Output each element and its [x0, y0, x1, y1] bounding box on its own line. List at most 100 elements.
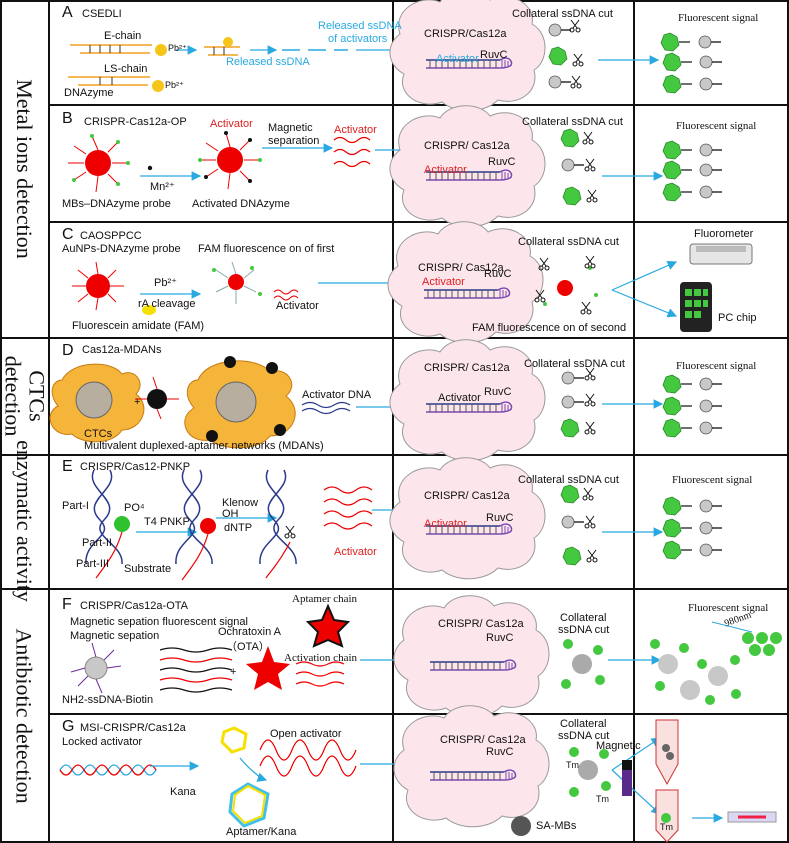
panel-b-title: CRISPR-Cas12a-OP — [84, 116, 187, 128]
panel-letter-b: B — [62, 110, 73, 127]
panel-e-title: CRISPR/Cas12-PNKP — [80, 461, 191, 473]
panel-letter-c: C — [62, 226, 74, 243]
panel-e-graphics — [85, 457, 723, 581]
panel-e-part1: Part-I — [62, 500, 89, 512]
panel-c-activator-c: Activator — [422, 276, 465, 288]
panel-e-signal: Fluorescent signal — [672, 474, 753, 486]
panel-g-crispr: CRISPR/ Cas12a — [440, 734, 526, 746]
panel-b-signal: Fluorescent signal — [676, 120, 757, 132]
panel-e-part3: Part-III — [76, 558, 110, 570]
panel-d-plus: + — [134, 396, 141, 408]
panel-d-activator: Activator — [438, 392, 481, 404]
panel-c-fam-first: FAM fluorescence on of first — [198, 243, 335, 255]
panel-e-collateral: Collateral ssDNA cut — [518, 474, 619, 486]
panel-f-graphics — [70, 595, 782, 718]
panel-g-tm-3: Tm — [660, 822, 673, 832]
panel-b-graphics — [68, 105, 723, 228]
panel-d-graphics — [49, 339, 723, 462]
panel-d-mdans: Multivalent duplexed-aptamer networks (M… — [84, 440, 324, 452]
panel-a-ruvc: RuvC — [480, 49, 508, 61]
panel-f-collateral-2: ssDNA cut — [558, 624, 610, 636]
row-divider-ab — [48, 104, 789, 106]
panel-f-crispr: CRISPR/ Cas12a — [438, 618, 524, 630]
panel-letter-d: D — [62, 342, 74, 359]
panel-f-collateral-1: Collateral — [560, 612, 607, 624]
panel-a-released-activators-2: of activators — [328, 33, 388, 45]
panel-f-mag-sep: Magnetic sepation — [70, 630, 160, 642]
row-divider-cd — [0, 337, 789, 339]
panel-g-tm-2: Tm — [596, 794, 609, 804]
panel-b-activator-right: Activator — [334, 124, 377, 136]
panel-e-part2: Part-II — [82, 537, 112, 549]
panel-g-aptamer-kana: Aptamer/Kana — [226, 826, 297, 838]
panel-a-graphics — [68, 0, 723, 112]
panel-e-po4: PO⁴ — [124, 502, 145, 514]
panel-e-dntp: dNTP — [224, 522, 253, 534]
panel-e-activator-red: Activator — [334, 546, 377, 558]
panel-c-fluorometer: Fluorometer — [694, 228, 754, 240]
panel-d-signal: Fluorescent signal — [676, 360, 757, 372]
panel-b-collateral: Collateral ssDNA cut — [522, 116, 623, 128]
panel-b-activator: Activator — [424, 164, 467, 176]
panel-c-ra-cleavage: rA cleavage — [138, 298, 196, 310]
panel-f-signal: Fluorescent signal — [688, 602, 769, 614]
panel-e-oh: OH — [222, 508, 239, 520]
panel-g-magnetic: Magnetic — [596, 740, 641, 752]
panel-b-activated: Activated DNAzyme — [192, 198, 290, 210]
panel-a-signal: Fluorescent signal — [678, 12, 759, 24]
panel-letter-g: G — [62, 718, 75, 735]
panel-f-plus: + — [230, 666, 237, 678]
panel-a-title: CSEDLI — [82, 8, 122, 20]
row-divider-bc — [48, 221, 789, 223]
panel-a-crispr: CRISPR/Cas12a — [424, 28, 507, 40]
panel-a-pb-1: Pb²⁺ — [168, 43, 187, 53]
panel-c-pc-chip: PC chip — [718, 312, 757, 324]
panel-b-ruvc: RuvC — [488, 156, 516, 168]
panel-g-sa-mbs: SA-MBs — [536, 820, 577, 832]
panel-g-open: Open activator — [270, 728, 342, 740]
panel-d-activator-dna: Activator DNA — [302, 389, 372, 401]
panel-g-ruvc: RuvC — [486, 746, 514, 758]
panel-b-crispr: CRISPR/ Cas12a — [424, 140, 510, 152]
panel-c-ruvc: RuvC — [484, 268, 512, 280]
panel-b-magnetic-2: separation — [268, 135, 320, 147]
panel-a-e-chain: E-chain — [104, 30, 142, 42]
panel-c-crispr: CRISPR/ Cas12a — [418, 262, 504, 274]
column-divider-2 — [633, 0, 635, 843]
category-divider — [48, 0, 50, 843]
panel-f-ota-2: （OTA） — [226, 641, 270, 653]
panel-b-probe: MBs–DNAzyme probe — [62, 198, 171, 210]
panel-a-ls-chain: LS-chain — [104, 63, 148, 75]
panel-g-collateral-1: Collateral — [560, 718, 607, 730]
panel-e-activator: Activator — [424, 518, 467, 530]
panel-a-dnazyme: DNAzyme — [64, 87, 114, 99]
panel-f-activation-chain: Activation chain — [284, 652, 358, 664]
panel-e-crispr: CRISPR/ Cas12a — [424, 490, 510, 502]
panel-e-ruvc: RuvC — [486, 512, 514, 524]
panel-c-pb: Pb²⁺ — [154, 277, 177, 289]
row-divider-fg — [48, 713, 789, 715]
panel-e-substrate: Substrate — [124, 563, 172, 575]
row-divider-de — [0, 454, 789, 456]
panel-letter-f: F — [62, 596, 72, 613]
panel-c-fam-second: FAM fluorescence on of second — [472, 322, 627, 334]
panel-c-collateral: Collateral ssDNA cut — [518, 236, 619, 248]
panel-d-crispr: CRISPR/ Cas12a — [424, 362, 510, 374]
panel-f-ota-1: Ochratoxin A — [218, 626, 281, 638]
panel-d-title: Cas12a-MDANs — [82, 344, 162, 356]
panel-g-collateral-2: ssDNA cut — [558, 730, 610, 742]
panel-c-activator: Activator — [276, 300, 319, 312]
panel-c-fam-amidate: Fluorescein amidate (FAM) — [72, 320, 205, 332]
panel-e-t4pnkp: T4 PNKP — [144, 516, 190, 528]
panel-f-title: CRISPR/Cas12a-OTA — [80, 600, 188, 612]
panel-a-released-ssdna: Released ssDNA — [226, 56, 310, 68]
panel-a-released-activators-1: Released ssDNA — [318, 20, 402, 32]
panel-d-ruvc: RuvC — [484, 386, 512, 398]
panel-f-nh2: NH2-ssDNA-Biotin — [62, 694, 154, 706]
panel-f-aptamer-chain: Aptamer chain — [292, 593, 358, 605]
panel-e-klenow: Klenow — [222, 497, 259, 509]
panel-a-collateral: Collateral ssDNA cut — [512, 8, 613, 20]
panel-letter-e: E — [62, 458, 73, 475]
